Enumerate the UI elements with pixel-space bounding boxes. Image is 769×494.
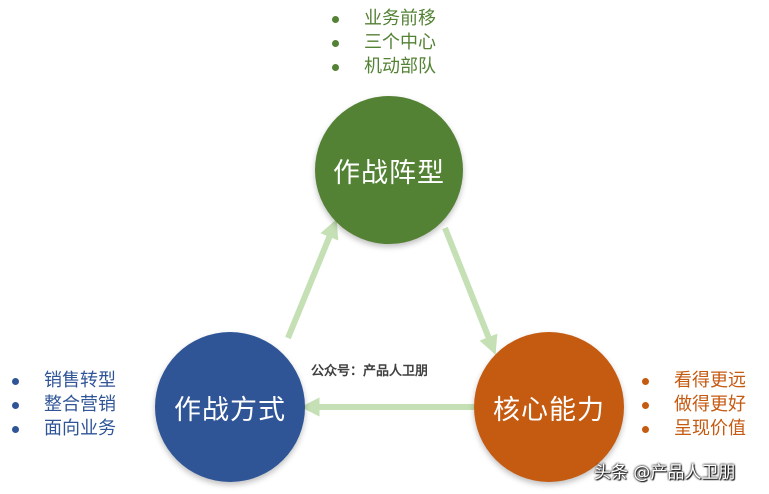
bullet-dot-icon bbox=[642, 402, 649, 409]
arrow-left-to-top bbox=[285, 219, 339, 340]
bullet-dot-icon bbox=[332, 40, 339, 47]
left-bullet-list: 销售转型 整合营销 面向业务 bbox=[10, 369, 116, 441]
list-item: 机动部队 bbox=[330, 55, 436, 79]
list-item: 销售转型 bbox=[10, 369, 116, 393]
bullet-dot-icon bbox=[12, 378, 19, 385]
watermark-text: 公众号：产品人卫朋 bbox=[311, 364, 429, 379]
bullet-dot-icon bbox=[12, 402, 19, 409]
node-label: 作战阵型 bbox=[333, 157, 445, 189]
top-bullet-list: 业务前移 三个中心 机动部队 bbox=[330, 7, 436, 79]
list-item: 呈现价值 bbox=[640, 417, 746, 441]
bullet-dot-icon bbox=[332, 16, 339, 23]
footer-attribution: 头条 @产品人卫朋 bbox=[594, 463, 736, 483]
list-item: 整合营销 bbox=[10, 393, 116, 417]
arrow-top-to-right bbox=[442, 226, 498, 355]
list-item: 业务前移 bbox=[330, 7, 436, 31]
list-item: 三个中心 bbox=[330, 31, 436, 55]
bullet-dot-icon bbox=[642, 426, 649, 433]
bullet-dot-icon bbox=[12, 426, 19, 433]
node-label: 核心能力 bbox=[493, 394, 605, 426]
list-item: 看得更远 bbox=[640, 369, 746, 393]
bullet-dot-icon bbox=[642, 378, 649, 385]
right-bullet-list: 看得更远 做得更好 呈现价值 bbox=[640, 369, 746, 441]
node-label: 作战方式 bbox=[174, 394, 286, 426]
node-battle-method: 作战方式 bbox=[155, 332, 305, 482]
node-battle-formation: 作战阵型 bbox=[315, 96, 463, 244]
bullet-dot-icon bbox=[332, 64, 339, 71]
node-core-capability: 核心能力 bbox=[474, 332, 624, 482]
list-item: 做得更好 bbox=[640, 393, 746, 417]
list-item: 面向业务 bbox=[10, 417, 116, 441]
